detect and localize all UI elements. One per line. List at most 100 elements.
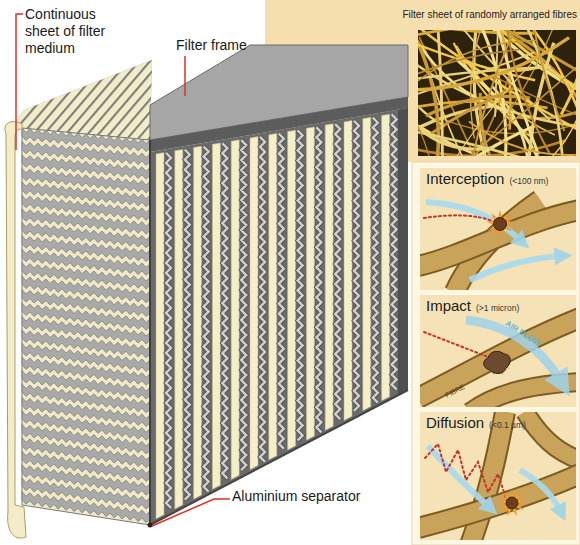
mechanism-title: Interception (426, 170, 504, 187)
filter-pleat (156, 153, 164, 519)
aluminium-separator (316, 127, 321, 432)
aluminium-separator (185, 150, 190, 500)
filter-pleat (344, 121, 352, 421)
filter-side-face (22, 128, 150, 525)
fibre-strand (504, 30, 549, 153)
filter-pleat (231, 140, 239, 480)
pleat-edge (35, 50, 105, 132)
mechanism-title: Impact (426, 297, 471, 314)
filter-pleat (194, 146, 202, 499)
impact-star (486, 210, 514, 237)
filter-pleat (288, 130, 296, 450)
fibre (525, 412, 576, 460)
aluminium-separator (166, 153, 171, 508)
filter-pleat (250, 137, 258, 470)
impact-illustration (420, 318, 576, 407)
pleat-edge (0, 42, 25, 124)
part-label: Continuous sheet of filter medium (25, 6, 125, 56)
fibre-strand (418, 30, 509, 61)
interception-illustration (420, 200, 576, 290)
frame-side (398, 108, 408, 395)
particle (506, 497, 518, 509)
pleat-edge (0, 40, 5, 122)
filter-front-face (150, 108, 408, 525)
pleat-top (0, 42, 20, 124)
separator-outline (166, 153, 171, 508)
fibre-strand (439, 30, 533, 33)
pleat-edge (55, 52, 125, 134)
fibre (420, 318, 576, 398)
fibre (470, 382, 576, 407)
separator-outline (373, 118, 378, 403)
info-panel: Filter sheet of randomly arranged fibres (265, 0, 580, 162)
airflow-arrow (520, 470, 560, 510)
separator-outline (316, 127, 321, 432)
airflow-arrow (426, 202, 520, 240)
filter-pleat (306, 127, 314, 440)
fibre-strand (561, 30, 576, 114)
frame-corner-edge (149, 140, 151, 525)
mechanism-title: Diffusion (426, 414, 484, 431)
diffusion-illustration (420, 412, 576, 540)
aluminium-separator (279, 134, 284, 449)
fibre-strand (481, 58, 576, 146)
filter-frame-edge (150, 97, 408, 152)
airflow-arrow (428, 446, 488, 506)
particle-size: (<0.1 µm) (489, 420, 526, 430)
separator-outline (335, 124, 340, 419)
pleat-edge (85, 55, 155, 137)
fibre-strand (469, 30, 535, 156)
separator-outline (392, 114, 397, 389)
particle-size: (<100 nm) (509, 176, 548, 186)
pleat-edge (0, 44, 45, 126)
frame-bottom-edge (150, 390, 408, 525)
panel-heading: Filter sheet of randomly arranged fibres (402, 9, 577, 20)
leader-line (184, 56, 186, 96)
pleat-top (0, 41, 10, 123)
leader-line (16, 14, 23, 150)
particle (494, 218, 507, 231)
impact-star (491, 215, 509, 232)
mechanism-panel: Interception (<100 nm) (420, 168, 576, 290)
leader-dot (148, 523, 153, 528)
separator-outline (222, 143, 227, 478)
filter-pleat (325, 124, 333, 431)
aluminium-separator (260, 137, 265, 462)
impact-star (486, 210, 514, 237)
aluminium-separator (241, 140, 246, 470)
aluminium-separator (373, 118, 378, 403)
aluminium-separator (354, 121, 359, 411)
aluminium-separator (22, 492, 150, 523)
filter-pleat (212, 143, 220, 489)
fibre-strand (504, 113, 576, 156)
aluminium-separator (335, 124, 340, 419)
mechanism-panel: Impact(>1 micron) (420, 295, 576, 407)
part-label: Aluminium separator (232, 488, 360, 505)
mechanism-background (412, 162, 580, 545)
fibre (525, 412, 576, 460)
pleat-edge (15, 48, 85, 130)
part-label: Filter frame (176, 37, 247, 54)
pleat-edge (25, 49, 95, 131)
particle-path (424, 332, 488, 357)
separator-outline (241, 140, 246, 470)
impact-star (498, 489, 526, 516)
separator-outline (260, 137, 265, 462)
aluminium-separator (204, 147, 209, 492)
separator-outline (354, 121, 359, 411)
fibre-strand (477, 30, 538, 154)
separator-outline (298, 130, 303, 440)
particle-path (424, 215, 494, 222)
flow-label: AIR FLOW (503, 319, 541, 349)
fibre-strand (418, 67, 551, 85)
filter-pleat (363, 117, 371, 410)
panel-background (420, 168, 576, 290)
fibre (420, 318, 576, 398)
fibre-strands (418, 30, 576, 156)
pleat-edge (65, 53, 135, 135)
impact-star (498, 489, 526, 516)
